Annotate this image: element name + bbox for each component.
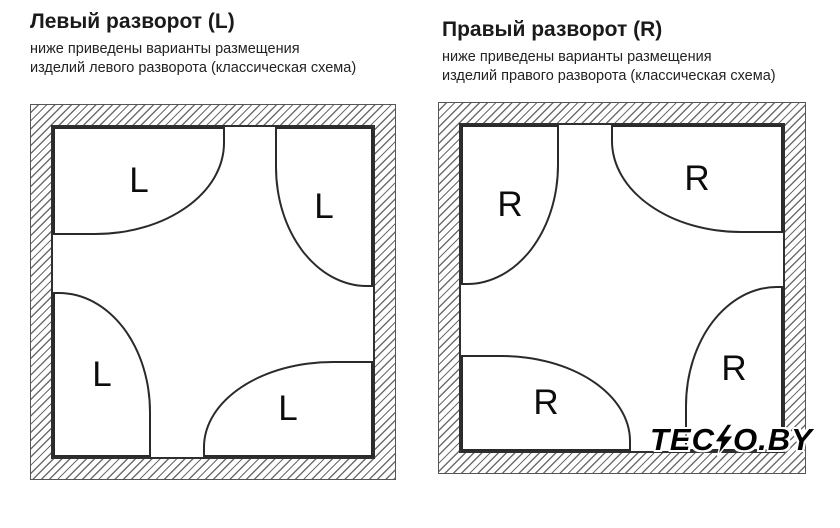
left-panel-subtitle-line2: изделий левого разворота (классическая с… bbox=[30, 60, 357, 76]
left-room-interior: L L L L bbox=[51, 125, 375, 459]
right-room-wall-hatch: R R R R bbox=[438, 102, 806, 474]
right-room-interior: R R R R bbox=[459, 123, 785, 453]
tecno-by-logo: TEC O.BY bbox=[650, 422, 813, 458]
right-panel-header: Правый разворот (R) ниже приведены вариа… bbox=[442, 18, 776, 86]
tray-label: R bbox=[721, 348, 747, 388]
corner-tray-top-right: L bbox=[275, 127, 373, 287]
right-panel-subtitle-line1: ниже приведены варианты размещения bbox=[442, 49, 712, 65]
tray-label: L bbox=[129, 161, 149, 200]
left-room-wall-hatch: L L L L bbox=[30, 104, 396, 480]
lightning-bolt-icon bbox=[714, 424, 734, 456]
logo-text-prefix: TEC bbox=[650, 422, 715, 457]
tray-label: L bbox=[278, 389, 298, 428]
left-panel-subtitle-line1: ниже приведены варианты размещения bbox=[30, 41, 300, 57]
tray-label: L bbox=[314, 187, 334, 226]
left-panel-title: Левый разворот (L) bbox=[30, 10, 235, 33]
tray-label: R bbox=[533, 383, 559, 422]
corner-tray-top-left: L bbox=[53, 127, 225, 235]
corner-tray-bottom-left: L bbox=[53, 292, 151, 457]
left-panel-header: Левый разворот (L) ниже приведены вариан… bbox=[30, 10, 356, 78]
corner-tray-bottom-right: L bbox=[203, 361, 373, 457]
tray-label: R bbox=[684, 159, 710, 198]
tray-label: L bbox=[92, 354, 112, 394]
corner-tray-bottom-left: R bbox=[461, 355, 631, 451]
right-panel-subtitle-line2: изделий правого разворота (классическая … bbox=[442, 68, 776, 84]
right-panel-title: Правый разворот (R) bbox=[442, 18, 663, 41]
logo-text-suffix: O.BY bbox=[733, 422, 813, 457]
corner-tray-top-right: R bbox=[611, 125, 783, 233]
corner-tray-top-left: R bbox=[461, 125, 559, 285]
tray-label: R bbox=[497, 185, 523, 224]
